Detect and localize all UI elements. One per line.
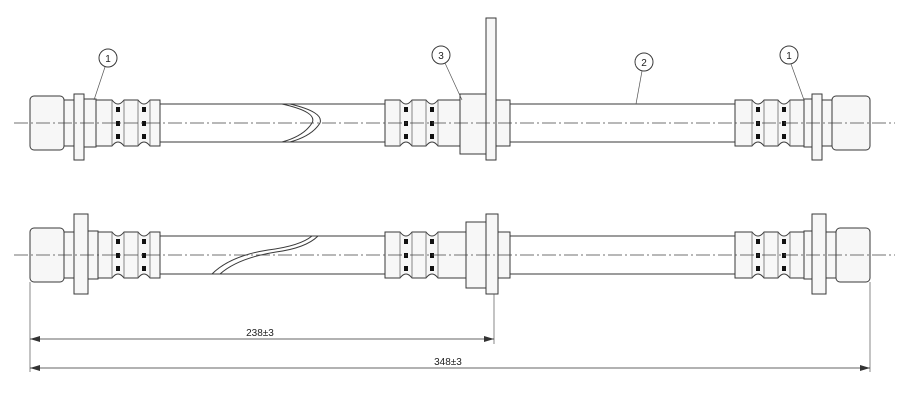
hose-bottom-view [14,213,895,295]
callout-2: 2 [634,52,654,105]
hose-top-view [14,17,895,161]
dimension-label-total: 348±3 [434,357,462,368]
callout-label: 2 [641,58,647,69]
callout-3: 3 [431,45,463,101]
callout-label: 1 [105,54,111,65]
dimension-238: 238±3 [29,282,495,372]
dimension-label-partial: 238±3 [246,328,274,339]
callout-label: 3 [438,51,444,62]
callout-1-right: 1 [779,45,805,101]
callout-1-left: 1 [93,48,118,101]
callout-label: 1 [786,51,792,62]
dimension-348: 348±3 [30,282,871,372]
